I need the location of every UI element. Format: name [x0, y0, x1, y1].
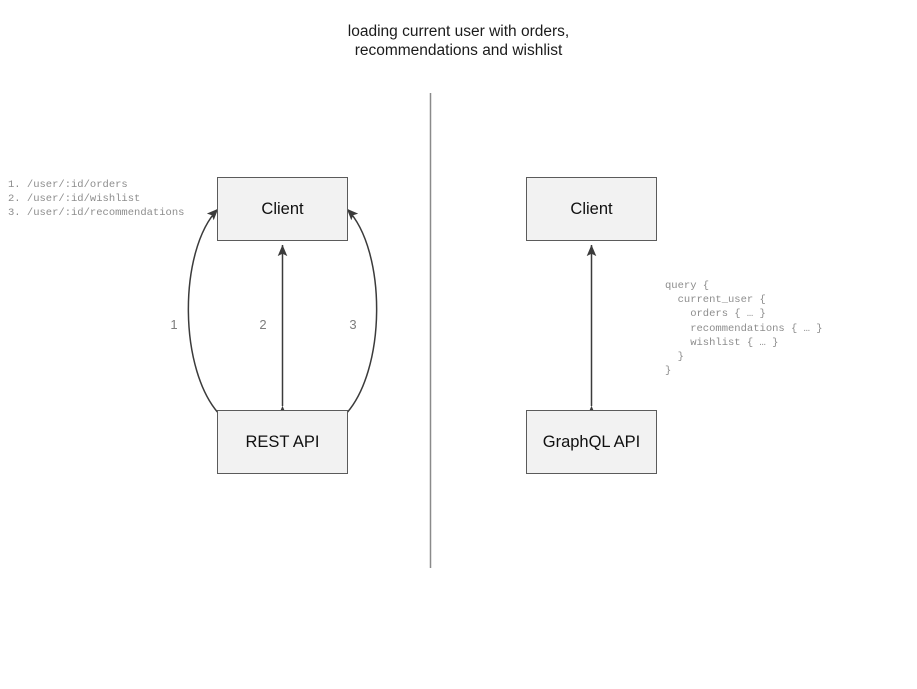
edge-3-client-rest	[332, 208, 378, 428]
node-graphql-api[interactable]: GraphQL API	[526, 410, 657, 474]
edge-label-3: 3	[349, 317, 357, 332]
page-title: loading current user with orders, recomm…	[347, 23, 570, 59]
node-client-rest[interactable]: Client	[217, 177, 348, 241]
edge-label-2: 2	[259, 317, 267, 332]
edge-label-1: 1	[170, 317, 178, 332]
rest-endpoints-code: 1. /user/:id/orders 2. /user/:id/wishlis…	[8, 179, 185, 220]
graphql-query-code: query { current_user { orders { … } reco…	[665, 280, 823, 378]
node-client-graphql[interactable]: Client	[526, 177, 657, 241]
node-rest-api[interactable]: REST API	[217, 410, 348, 474]
edge-1-client-rest	[187, 208, 233, 428]
